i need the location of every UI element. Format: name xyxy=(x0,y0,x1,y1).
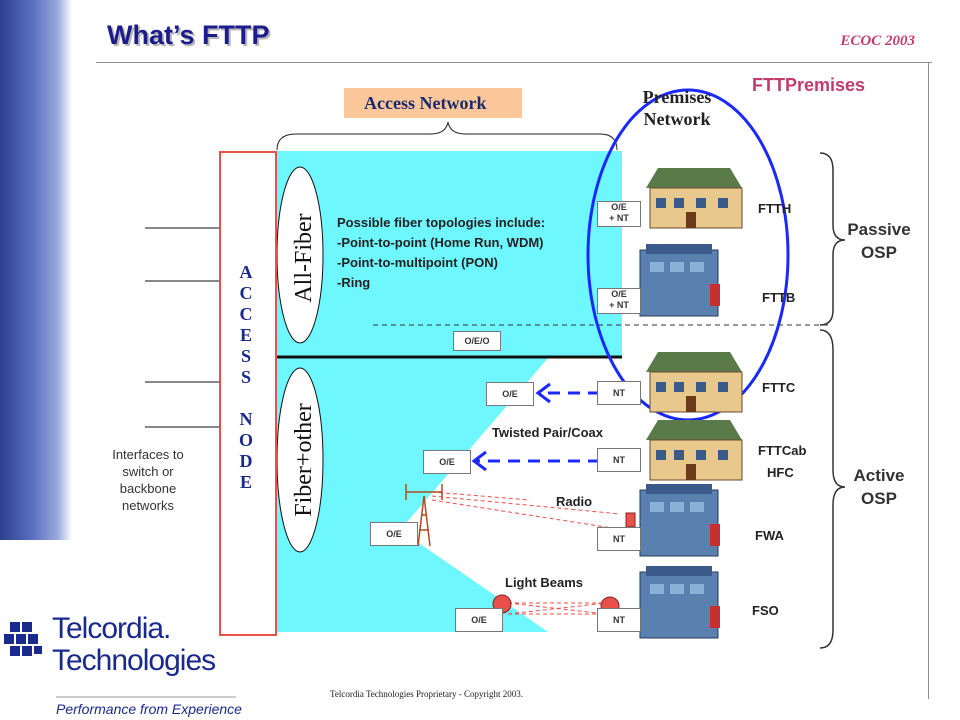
sidebar-gradient xyxy=(0,0,72,540)
topology-item: -Point-to-multipoint (PON) xyxy=(337,255,499,270)
footer-copyright: Telcordia Technologies Proprietary - Cop… xyxy=(330,689,524,699)
oe-nt-box-fttb: O/E+ NT xyxy=(597,288,641,314)
topology-item: -Point-to-point (Home Run, WDM) xyxy=(337,235,544,250)
nt-box-fso: NT xyxy=(597,608,641,632)
service-label-fttc: FTTC xyxy=(762,380,796,395)
topologies-heading: Possible fiber topologies include: xyxy=(337,215,546,230)
nt-box-fttc: NT xyxy=(597,381,641,405)
logo-tagline: Performance from Experience xyxy=(56,701,242,717)
access-network-area xyxy=(275,151,622,632)
logo-wordmark-line-1: Telcordia. xyxy=(52,612,171,645)
house-icon xyxy=(646,420,743,481)
oe-box-fttcab: O/E xyxy=(423,450,471,474)
access-network-label: Access Network xyxy=(344,88,522,118)
fttpremises-label: FTTPremises xyxy=(752,75,866,95)
oeo-box: O/E/O xyxy=(453,331,501,351)
building-icon xyxy=(639,484,720,557)
nt-box-fttcab: NT xyxy=(597,448,641,472)
twisted-pair-arrow-2 xyxy=(471,450,600,472)
twisted-pair-arrow-1 xyxy=(535,382,600,404)
telcordia-logo xyxy=(4,622,42,656)
header-divider xyxy=(96,62,932,63)
fiber-topologies-list: Possible fiber topologies include: -Poin… xyxy=(337,213,545,293)
building-icon xyxy=(639,244,720,317)
service-label-ftth: FTTH xyxy=(758,201,792,216)
topology-item: -Ring xyxy=(337,275,371,290)
house-icon xyxy=(646,352,743,413)
right-divider xyxy=(928,62,929,699)
nt-box-fwa: NT xyxy=(597,527,641,551)
fiber-other-oval xyxy=(276,367,324,553)
service-label-fwa: FWA xyxy=(755,528,784,543)
slide-title: What’s FTTP xyxy=(107,20,270,50)
radio-label: Radio xyxy=(556,494,593,509)
service-label-fttcab: FTTCab xyxy=(758,443,807,458)
passive-osp-brace xyxy=(819,152,846,326)
service-label-hfc: HFC xyxy=(767,465,794,480)
premises-network-line-1: Premises xyxy=(642,87,712,107)
conference-label: ECOC 2003 xyxy=(840,33,915,49)
all-fiber-oval xyxy=(276,166,324,344)
premises-network-line-2: Network xyxy=(643,109,711,129)
twisted-pair-label: Twisted Pair/Coax xyxy=(492,425,604,440)
service-label-fttb: FTTB xyxy=(762,290,796,305)
interface-lines xyxy=(145,227,219,428)
light-beam-lines xyxy=(507,602,607,615)
access-node-box xyxy=(219,151,277,636)
fiber-other-label: Fiber+other xyxy=(291,403,317,517)
radio-dish-icon xyxy=(625,512,636,528)
oe-box-fso: O/E xyxy=(455,608,503,632)
oe-box-fwa: O/E xyxy=(370,522,418,546)
light-beams-label: Light Beams xyxy=(505,575,584,590)
premises-network-label: Premises Network xyxy=(622,86,732,130)
active-osp-brace xyxy=(819,329,846,649)
antenna-tower-icon xyxy=(405,484,443,547)
building-icon xyxy=(639,566,720,639)
house-icon xyxy=(646,168,743,229)
service-label-fso: FSO xyxy=(752,603,779,618)
all-fiber-label: All-Fiber xyxy=(291,213,317,302)
oe-nt-box-ftth: O/E+ NT xyxy=(597,201,641,227)
access-node-label: A C C E S S N O D E xyxy=(238,262,253,492)
oe-box-fttc: O/E xyxy=(486,382,534,406)
access-network-bracket xyxy=(276,121,618,151)
radio-link-lines xyxy=(431,491,626,531)
logo-wordmark-line-2: Technologies xyxy=(52,644,216,677)
